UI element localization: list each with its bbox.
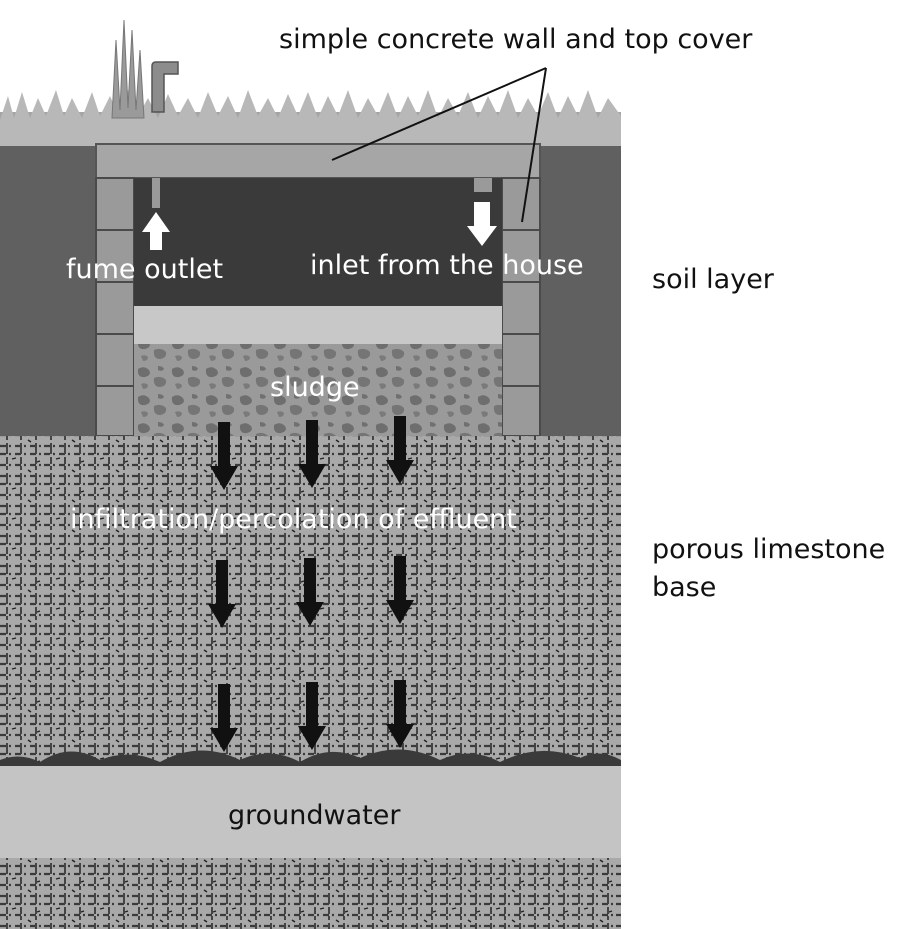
concrete-top-cover [95,143,541,179]
percolation-arrow [298,420,326,488]
percolation-arrow [208,560,236,628]
left-concrete-wall [95,177,135,437]
infiltration-label: infiltration/percolation of effluent [70,504,517,535]
callout-lines [331,67,547,223]
inlet-pipe [474,178,492,192]
percolation-arrow [210,684,238,752]
inlet-label: inlet from the house [310,250,584,281]
percolation-arrow [386,556,414,624]
percolation-arrow [210,422,238,490]
groundwater-label: groundwater [228,800,401,831]
groundwater-layer [0,766,621,858]
percolation-arrow [386,416,414,484]
soil-layer-label: soil layer [652,264,775,295]
sludge-label: sludge [270,372,360,403]
percolation-arrow [298,682,326,750]
percolation-arrow [386,680,414,748]
percolation-arrow [296,558,324,626]
fume-outlet-pipe [152,178,160,208]
top-callout-label: simple concrete wall and top cover [279,24,753,55]
vent-pipe [151,61,179,113]
right-concrete-wall [501,177,541,437]
grass-strip [0,19,621,146]
fume-outlet-arrow [142,212,170,250]
fume-outlet-label: fume outlet [66,254,223,285]
liquid-layer [134,306,502,344]
percolation-arrows [208,416,414,752]
tank-interior [134,178,502,306]
limestone-bottom-edge [0,749,621,770]
limestone-label-line1: porous limestone [652,534,885,565]
limestone-label-line2: base [652,572,716,603]
inlet-arrow [467,202,497,246]
lower-rock [0,858,621,929]
